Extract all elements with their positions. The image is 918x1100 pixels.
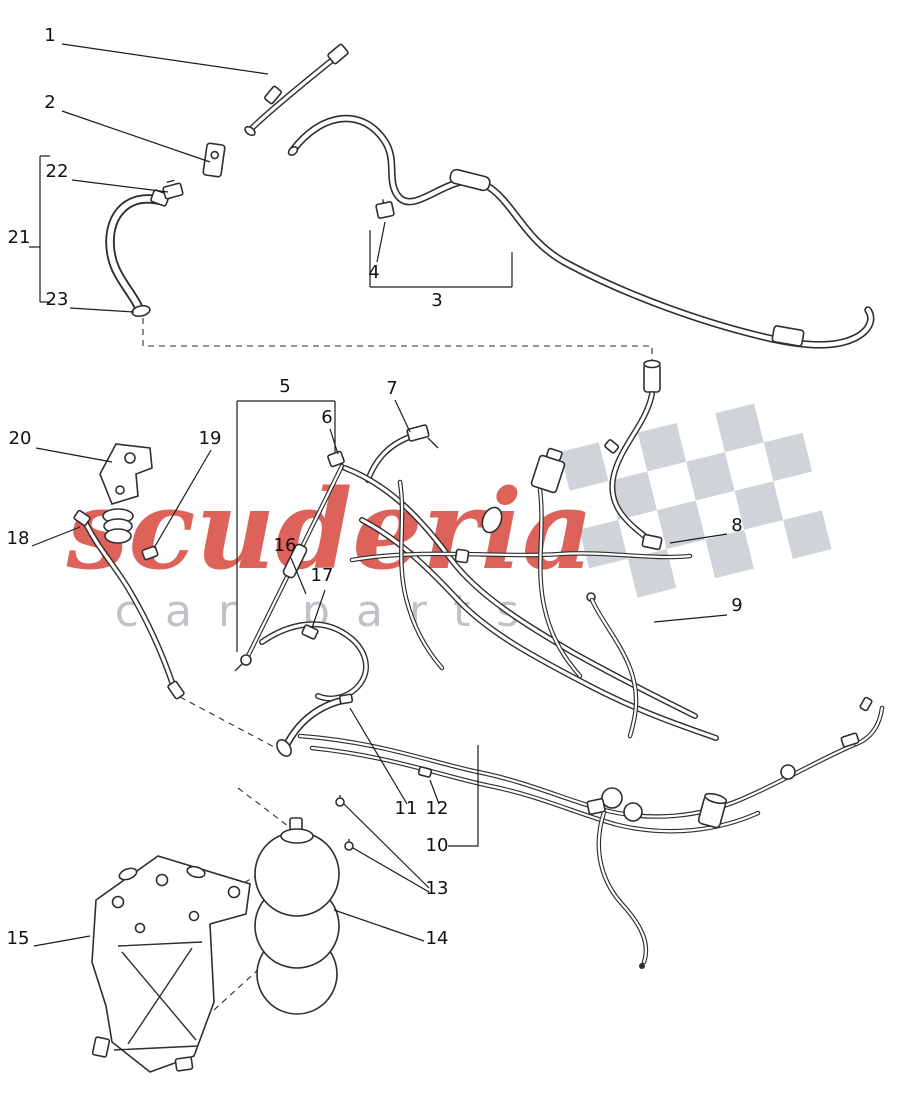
callout-leader-17 [311,589,326,629]
callout-leader-19 [153,449,212,549]
checker-square [686,452,735,501]
part-bracket-20 [99,443,153,544]
part-bolts-13 [335,795,354,851]
callout-label-20: 20 [9,428,32,449]
part-clamp-22 [162,179,184,200]
callout-label-11: 11 [395,798,418,819]
part-hose-3 [287,118,871,346]
central-hose-assembly [262,447,716,738]
pipe-1-flare [244,125,256,137]
callout-leader-16 [290,557,307,595]
drawing-layer [73,43,882,1073]
callout-label-3: 3 [431,290,442,311]
part-hose-7 [368,424,439,480]
tube-5-sleeve [282,543,308,579]
callout-label-6: 6 [321,407,332,428]
callout-leader-10 [448,745,479,847]
part-pipe-1 [244,43,349,137]
callout-label-5: 5 [279,376,290,397]
part-hose-18 [73,509,185,700]
callout-label-2: 2 [44,92,55,113]
hose-3-end [287,146,299,156]
part-bracket-15 [91,855,251,1073]
callout-label-9: 9 [731,595,742,616]
callout-label-15: 15 [7,928,30,949]
callout-label-12: 12 [426,798,449,819]
callout-leader-23 [69,307,135,313]
solenoid-valve [530,447,566,494]
callout-leader-14 [333,909,425,942]
callout-label-16: 16 [274,535,297,556]
part-canister-14 [254,817,340,1015]
callout-leader-18 [31,526,81,547]
pump-cluster [586,787,643,822]
callout-label-4: 4 [368,262,379,283]
callout-leader-13 [343,803,430,889]
callout-label-18: 18 [7,528,30,549]
callout-label-14: 14 [426,928,449,949]
callout-leader-12 [429,779,440,805]
purge-valve [697,792,728,829]
callout-label-1: 1 [44,25,55,46]
checker-square [783,510,832,559]
part-clamp-4 [375,199,395,219]
callout-label-21: 21 [8,227,31,248]
checker-square [627,549,677,598]
part-clamp-6 [327,450,345,468]
callout-label-19: 19 [199,428,222,449]
callout-label-23: 23 [46,289,69,310]
callout-label-7: 7 [386,378,397,399]
checker-flag-icon [560,403,832,598]
part-clamp-23 [131,304,151,318]
callout-leader-9 [653,614,728,623]
callout-label-8: 8 [731,515,742,536]
part-bracket-2 [202,142,226,178]
callout-leader-22 [71,179,169,193]
callout-leader-4 [376,221,386,263]
tube-5-fitting [240,654,252,666]
checker-square [637,422,687,472]
part-hose-8 [604,359,663,551]
checker-square [560,442,609,491]
callout-label-13: 13 [426,878,449,899]
part-clip-19 [141,545,159,561]
callout-label-22: 22 [46,161,69,182]
checker-square [763,432,813,482]
hose-3-sleeve [449,168,491,192]
callout-leader-11 [349,707,408,805]
checker-square [656,500,706,550]
callout-label-10: 10 [426,835,449,856]
checker-square [705,529,754,579]
check-valve [780,764,796,780]
pipe-1-fitting [327,43,349,65]
part-clip-12 [417,766,433,778]
watermark-layer: scuderia car parts [66,403,832,637]
part-line-bundle-10 [300,696,882,969]
callout-leader-6 [329,428,339,455]
callout-leader-15 [33,935,91,947]
hose-3-connector [771,325,805,347]
inline-connector [481,506,503,534]
part-elbow-11 [276,693,354,757]
callout-leader-1 [61,43,269,75]
part-tube-5 [234,466,342,672]
checker-square [715,403,764,453]
part-hose-9 [586,592,636,736]
callout-leader-8 [669,533,728,544]
part-hose-21 [110,189,170,306]
rail-clamp [454,548,470,564]
callout-label-17: 17 [311,565,334,586]
pipe-1-band [264,85,282,105]
checker-square [734,481,784,530]
callout-leader-2 [61,110,211,163]
callout-leader-13 [352,847,430,893]
callout-leader-20 [35,447,113,463]
callout-leader-7 [394,399,411,433]
